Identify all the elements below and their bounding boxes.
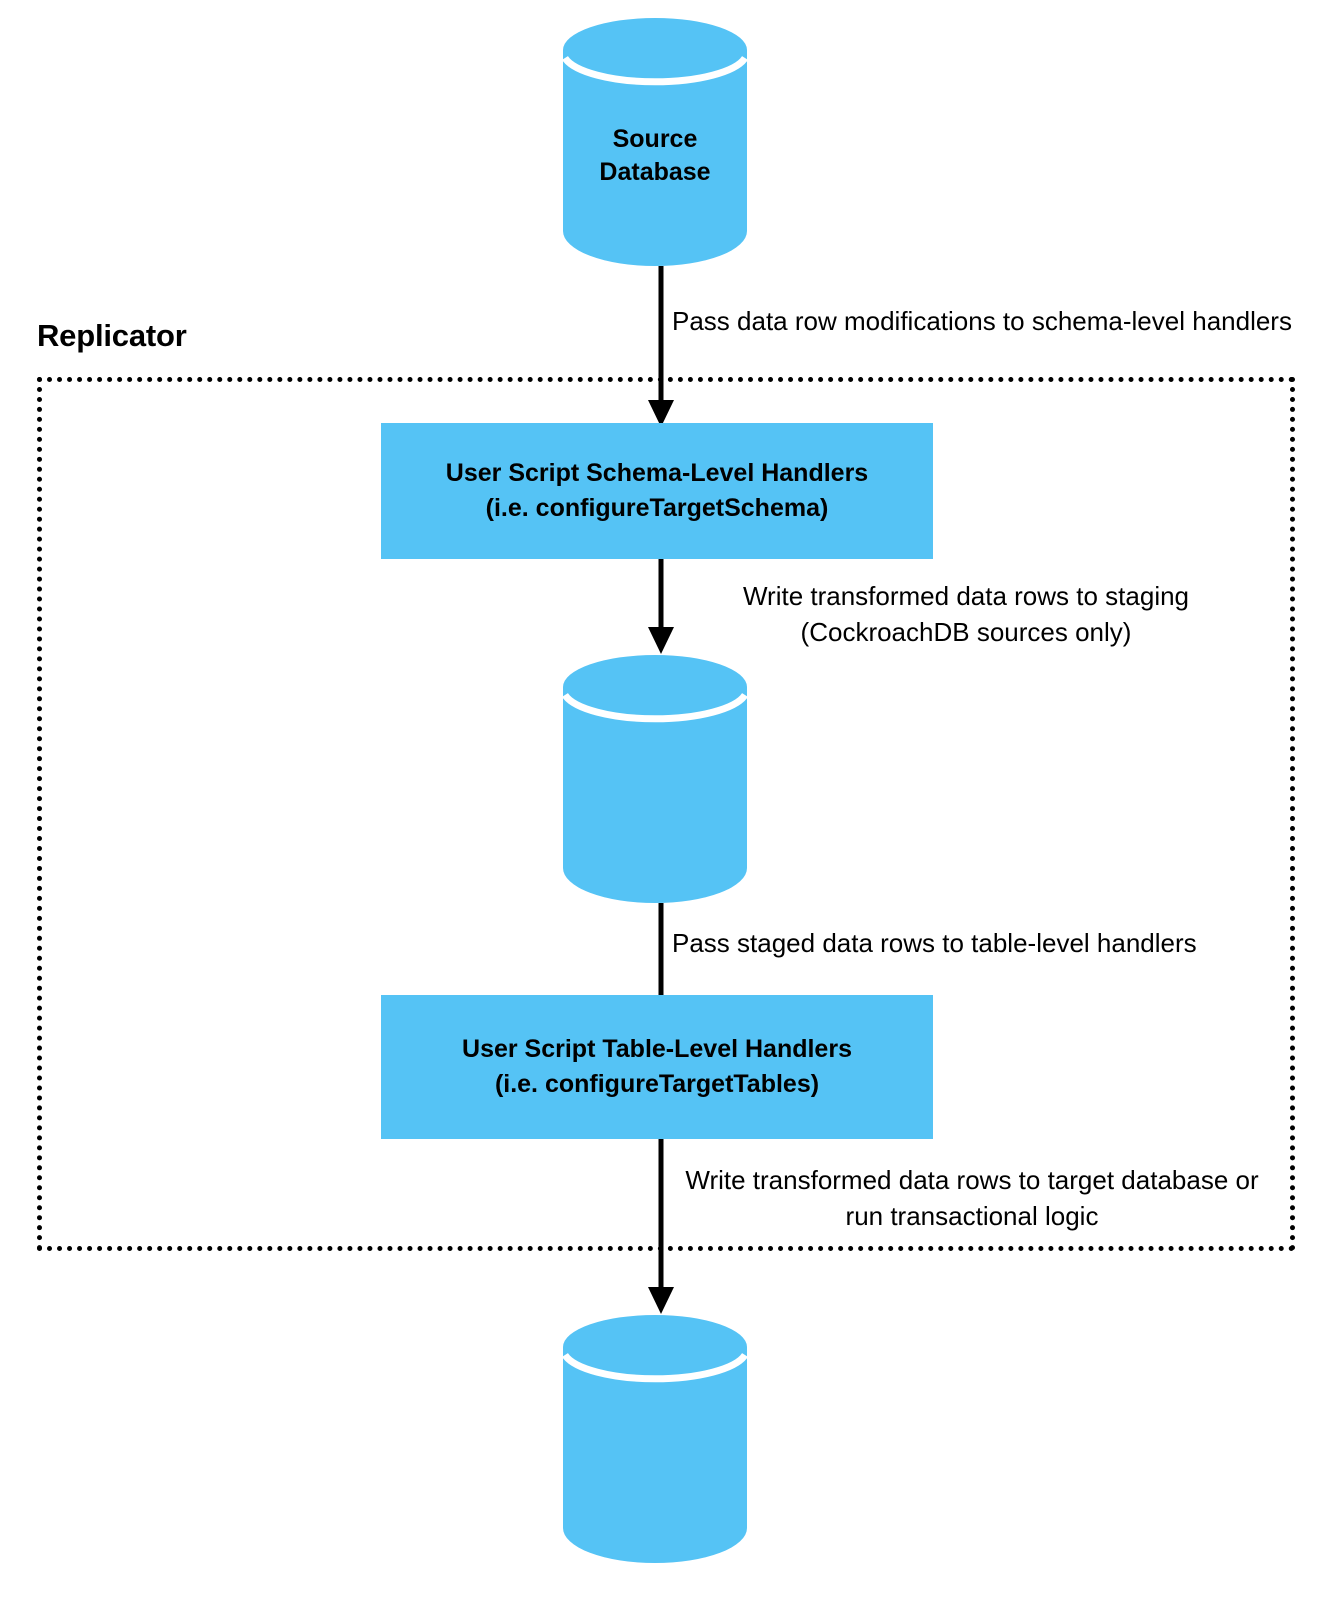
node-table-level-handlers-label: User Script Table-Level Handlers (i.e. c… xyxy=(462,1035,852,1098)
node-source-database: Source Database xyxy=(563,18,747,266)
node-source-database-label: Source Database xyxy=(599,125,711,186)
cylinder-shape xyxy=(563,655,747,903)
cylinder-shape xyxy=(563,18,747,266)
edge-source-to-schema-arrow xyxy=(646,266,676,428)
edge-staged-to-table-label: Pass staged data rows to table-level han… xyxy=(672,928,1197,958)
node-schema-level-handlers: User Script Schema-Level Handlers (i.e. … xyxy=(381,423,933,559)
edge-source-to-schema-label: Pass data row modifications to schema-le… xyxy=(672,306,1292,336)
node-staged-data-rows: Staged Data Rows xyxy=(563,655,747,1467)
edge-table-to-target-label: Write transformed data rows to target da… xyxy=(685,1165,1259,1231)
replicator-group-boundary xyxy=(37,377,1295,1251)
node-table-level-handlers: User Script Table-Level Handlers (i.e. c… xyxy=(381,995,933,1139)
edge-schema-to-staged-arrow xyxy=(646,559,676,655)
replicator-group-label: Replicator xyxy=(37,318,187,353)
edge-schema-to-staged-label: Write transformed data rows to staging (… xyxy=(742,581,1190,647)
node-target-database: Target Database xyxy=(563,1315,747,1563)
edge-table-to-target-arrow xyxy=(646,1139,676,1315)
cylinder-shape xyxy=(563,1315,747,1563)
node-schema-level-handlers-label: User Script Schema-Level Handlers (i.e. … xyxy=(445,459,869,522)
